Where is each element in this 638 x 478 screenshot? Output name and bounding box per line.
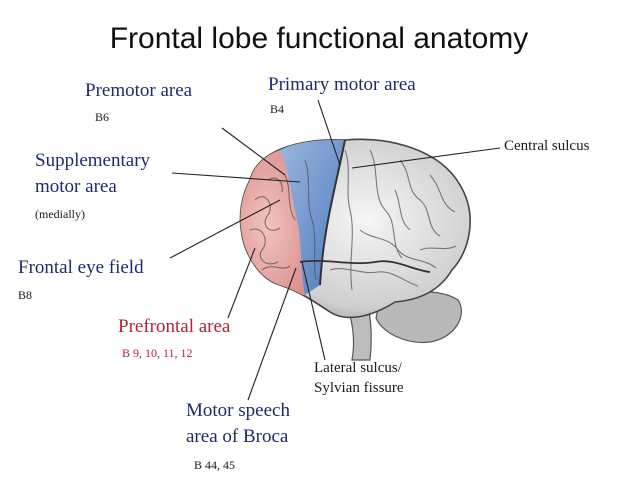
label-supplementary-note: (medially) — [35, 207, 85, 221]
label-premotor-code: B6 — [95, 110, 110, 124]
leader-premotor — [221, 127, 286, 176]
label-supplementary-line1: Supplementary — [35, 150, 151, 171]
leader-primary-motor — [317, 99, 341, 166]
label-primary-motor-name: Primary motor area — [268, 74, 416, 95]
label-broca-line2: area of Broca — [186, 426, 289, 447]
motor-region — [280, 139, 345, 295]
leader-broca — [247, 267, 297, 401]
label-premotor-name: Premotor area — [85, 80, 193, 101]
label-broca-code: B 44, 45 — [194, 458, 236, 472]
leader-lateral-sulcus — [301, 261, 326, 361]
leader-prefrontal — [227, 247, 256, 319]
label-broca-line1: Motor speech — [186, 400, 290, 421]
label-prefrontal-name: Prefrontal area — [118, 316, 231, 337]
lateral-sulcus-line — [299, 259, 431, 273]
label-frontal-eye-name: Frontal eye field — [18, 257, 144, 278]
label-primary-motor-code: B4 — [270, 102, 285, 116]
label-lateral-sulcus-line2: Sylvian fissure — [314, 380, 404, 396]
leader-frontal-eye — [169, 199, 281, 259]
label-lateral-sulcus-line1: Lateral sulcus/ — [314, 360, 402, 376]
label-prefrontal-code: B 9, 10, 11, 12 — [122, 346, 193, 360]
leader-central-sulcus — [351, 147, 501, 169]
label-central-sulcus: Central sulcus — [504, 138, 590, 154]
label-frontal-eye-code: B8 — [18, 288, 33, 302]
page-title: Frontal lobe functional anatomy — [109, 22, 529, 55]
leader-supplementary — [171, 172, 301, 183]
label-supplementary-line2: motor area — [35, 176, 117, 197]
